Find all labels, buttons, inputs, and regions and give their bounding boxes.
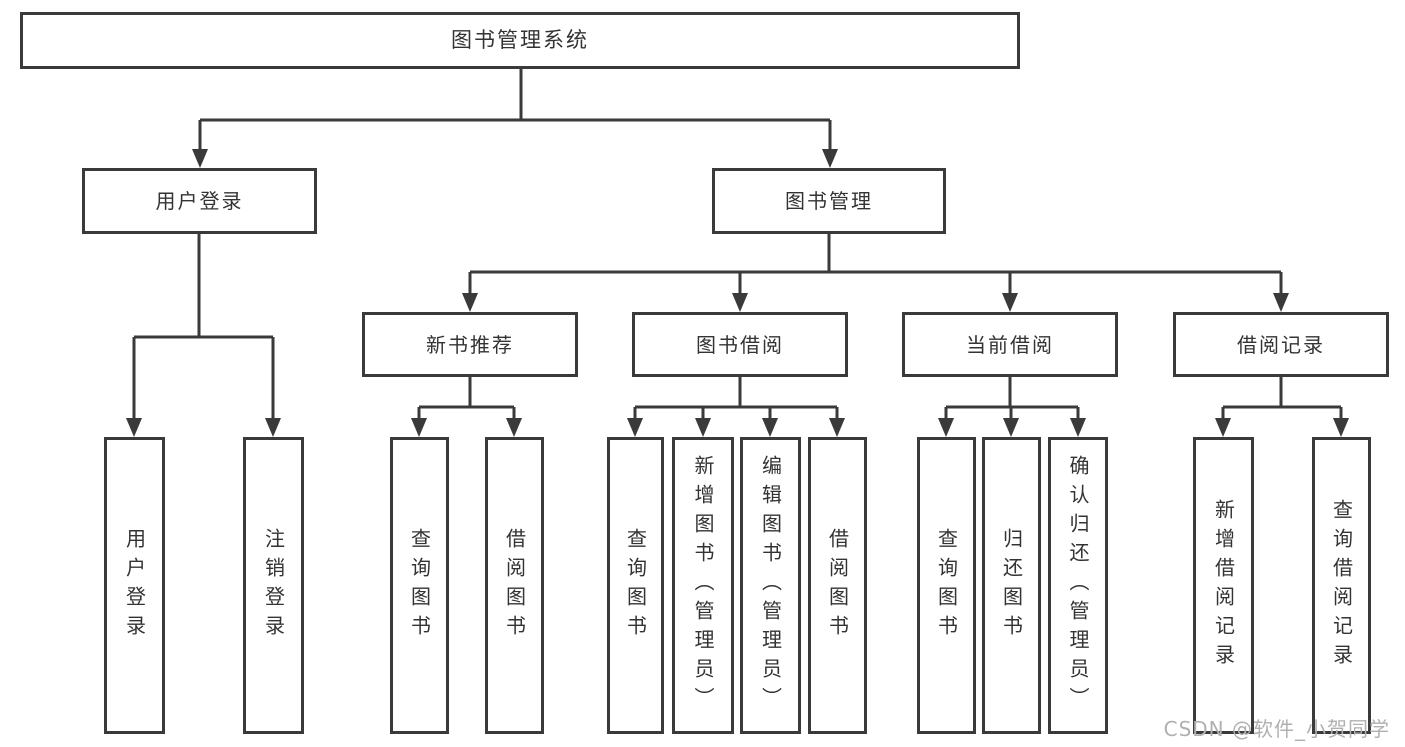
node-new-books: 新书推荐	[362, 312, 578, 377]
leaf-new-books-query: 查询图书	[390, 437, 449, 734]
connector-user-login-branch	[126, 233, 281, 437]
connector-new-books-branch	[411, 376, 522, 437]
connector-borrow-branch	[627, 376, 845, 437]
node-borrow-records: 借阅记录	[1173, 312, 1389, 377]
connector-book-mgmt-branch	[462, 233, 1289, 312]
connector-records-branch	[1215, 376, 1349, 437]
leaf-logout: 注销登录	[243, 437, 304, 734]
connector-root-to-level2	[192, 68, 838, 168]
leaf-borrow-edit-admin: 编辑图书（管理员）	[740, 437, 801, 734]
connector-current-branch	[938, 376, 1086, 437]
node-book-mgmt: 图书管理	[712, 168, 946, 234]
leaf-records-add: 新增借阅记录	[1193, 437, 1254, 734]
leaf-user-login: 用户登录	[104, 437, 165, 734]
leaf-new-books-borrow: 借阅图书	[485, 437, 544, 734]
node-current-borrow: 当前借阅	[902, 312, 1118, 377]
leaf-borrow-query: 查询图书	[607, 437, 664, 734]
leaf-current-query: 查询图书	[917, 437, 976, 734]
leaf-borrow-book: 借阅图书	[808, 437, 867, 734]
leaf-current-confirm-admin: 确认归还（管理员）	[1048, 437, 1108, 734]
leaf-current-return: 归还图书	[982, 437, 1041, 734]
node-book-borrow: 图书借阅	[632, 312, 848, 377]
node-user-login: 用户登录	[82, 168, 317, 234]
leaf-borrow-add-admin: 新增图书（管理员）	[672, 437, 734, 734]
node-root-system: 图书管理系统	[20, 12, 1020, 69]
csdn-watermark: CSDN @软件_小贺同学	[1163, 717, 1390, 741]
leaf-records-query: 查询借阅记录	[1312, 437, 1371, 734]
